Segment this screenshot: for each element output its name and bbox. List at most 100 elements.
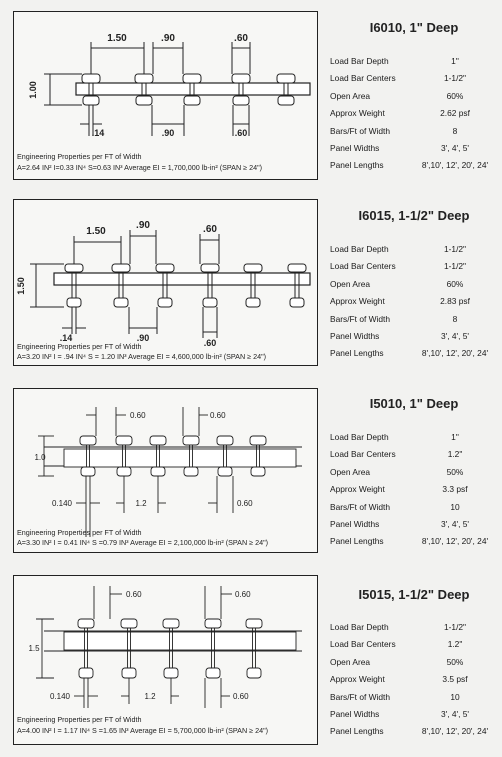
dim-bar-thickness: .14 (60, 333, 73, 343)
spec-label: Open Area (330, 466, 371, 477)
spec-value: 2.62 psf (440, 108, 470, 119)
spec-row: Open Area 60% (330, 277, 498, 294)
dim-bottom-width: 0.60 (233, 692, 249, 701)
product-title: I5010, 1" Deep (369, 396, 459, 411)
spec-value: 3.3 psf (442, 484, 468, 495)
spec-value: 3.5 psf (442, 674, 468, 685)
spec-label: Approx Weight (330, 484, 385, 495)
spec-row: Open Area 60% (330, 89, 498, 106)
spec-label: Open Area (330, 278, 371, 289)
product-section-i5010: 0.60 0.60 1.0 0.140 1.2 0.60 Engineering… (0, 380, 502, 570)
product-section-i6015: 1.50 .90 .60 1.50 .14 .90 .60 Engineerin… (0, 190, 502, 380)
spec-label: Panel Widths (330, 330, 380, 341)
product-title: I6010, 1" Deep (369, 20, 459, 35)
spec-row: Panel Lengths 8',10', 12', 20', 24' (330, 346, 498, 363)
spec-label: Load Bar Centers (330, 73, 396, 84)
spec-value: 3', 4', 5' (440, 518, 470, 529)
dim-gap: .90 (161, 33, 175, 44)
spec-value: 8 (452, 125, 458, 136)
spec-label: Panel Widths (330, 142, 380, 153)
spec-row: Load Bar Depth 1-1/2" (330, 620, 498, 637)
engineering-properties-label: Engineering Properties per FT of Width (17, 152, 142, 161)
spec-value: 1-1/2" (443, 244, 467, 254)
dim-depth: 1.0 (34, 453, 46, 462)
spec-value: 3', 4', 5' (440, 708, 470, 719)
dim-top-width-a: 0.60 (130, 411, 146, 420)
spec-value: 50% (446, 656, 464, 667)
engineering-properties-formula: A=2.64 IN² I=0.33 IN⁴ S=0.63 IN³ Average… (17, 163, 263, 172)
dim-bar-thickness: .14 (92, 128, 105, 138)
spec-row: Load Bar Centers 1-1/2" (330, 259, 498, 276)
spec-label: Approx Weight (330, 296, 385, 307)
spec-label: Load Bar Depth (330, 622, 389, 632)
spec-value: 10 (450, 691, 460, 702)
spec-value: 60% (446, 278, 464, 289)
dim-centers: 1.50 (107, 33, 127, 44)
spec-row: Panel Widths 3', 4', 5' (330, 517, 498, 534)
profile-diagram-panel: 0.60 0.60 1.5 0.140 1.2 0.60 Engineering… (13, 575, 318, 745)
spec-label: Load Bar Centers (330, 261, 396, 272)
engineering-properties-label: Engineering Properties per FT of Width (17, 342, 142, 351)
spec-value: 1-1/2" (443, 622, 467, 632)
spec-label: Approx Weight (330, 108, 385, 119)
spec-label: Approx Weight (330, 674, 385, 685)
product-title: I6015, 1-1/2" Deep (358, 208, 470, 223)
dim-depth: 1.50 (16, 277, 26, 295)
dim-bottom-width: .60 (235, 128, 248, 138)
dim-bar-thickness: 0.140 (50, 692, 71, 701)
spec-value: 1-1/2" (443, 261, 467, 272)
spec-value: 8',10', 12', 20', 24' (421, 348, 489, 359)
profile-diagram-panel: 1.50 .90 .60 1.00 .14 .90 .60 Engineerin… (13, 11, 318, 180)
spec-label: Load Bar Centers (330, 449, 396, 460)
spec-label: Bars/Ft of Width (330, 691, 391, 702)
product-title: I5015, 1-1/2" Deep (358, 587, 470, 602)
spec-row: Approx Weight 2.62 psf (330, 106, 498, 123)
spec-label: Load Bar Depth (330, 244, 389, 254)
spec-value: 8',10', 12', 20', 24' (421, 160, 489, 171)
spec-row: Panel Lengths 8',10', 12', 20', 24' (330, 158, 498, 175)
spec-row: Approx Weight 3.3 psf (330, 482, 498, 499)
spec-row: Panel Widths 3', 4', 5' (330, 329, 498, 346)
spec-value: 8 (452, 313, 458, 324)
dim-top-width-b: 0.60 (210, 411, 226, 420)
engineering-properties-formula: A=3.20 IN² I = .94 IN⁴ S = 1.20 IN³ Aver… (17, 352, 267, 361)
spec-label: Open Area (330, 90, 371, 101)
profile-diagram-panel: 1.50 .90 .60 1.50 .14 .90 .60 Engineerin… (13, 199, 318, 366)
spec-row: Approx Weight 3.5 psf (330, 672, 498, 689)
grating-profile-drawing: 0.60 0.60 1.0 0.140 1.2 0.60 (34, 407, 302, 537)
dim-bottom-gap: .90 (162, 128, 175, 138)
dim-depth: 1.5 (28, 644, 40, 653)
spec-label: Panel Lengths (330, 348, 384, 359)
engineering-properties-label: Engineering Properties per FT of Width (17, 715, 142, 724)
engineering-properties-formula: A=4.00 IN² I = 1.17 IN⁴ S =1.65 IN³ Aver… (17, 726, 269, 735)
spec-label: Open Area (330, 656, 371, 667)
spec-label: Panel Lengths (330, 160, 384, 171)
dim-gap: .90 (136, 220, 150, 231)
spec-value: 60% (446, 90, 464, 101)
spec-value: 50% (446, 466, 464, 477)
dim-bottom-gap: .90 (137, 333, 150, 343)
dim-centers: 1.2 (144, 692, 156, 701)
product-section-i6010: 1.50 .90 .60 1.00 .14 .90 .60 Engineerin… (0, 0, 502, 190)
dim-bottom-width: 0.60 (237, 499, 253, 508)
spec-value: 3', 4', 5' (440, 330, 470, 341)
spec-row: Open Area 50% (330, 655, 498, 672)
profile-diagram-panel: 0.60 0.60 1.0 0.140 1.2 0.60 Engineering… (13, 388, 318, 553)
spec-label: Panel Widths (330, 518, 380, 529)
dim-top-width-b: 0.60 (235, 590, 251, 599)
dim-centers: 1.2 (135, 499, 147, 508)
